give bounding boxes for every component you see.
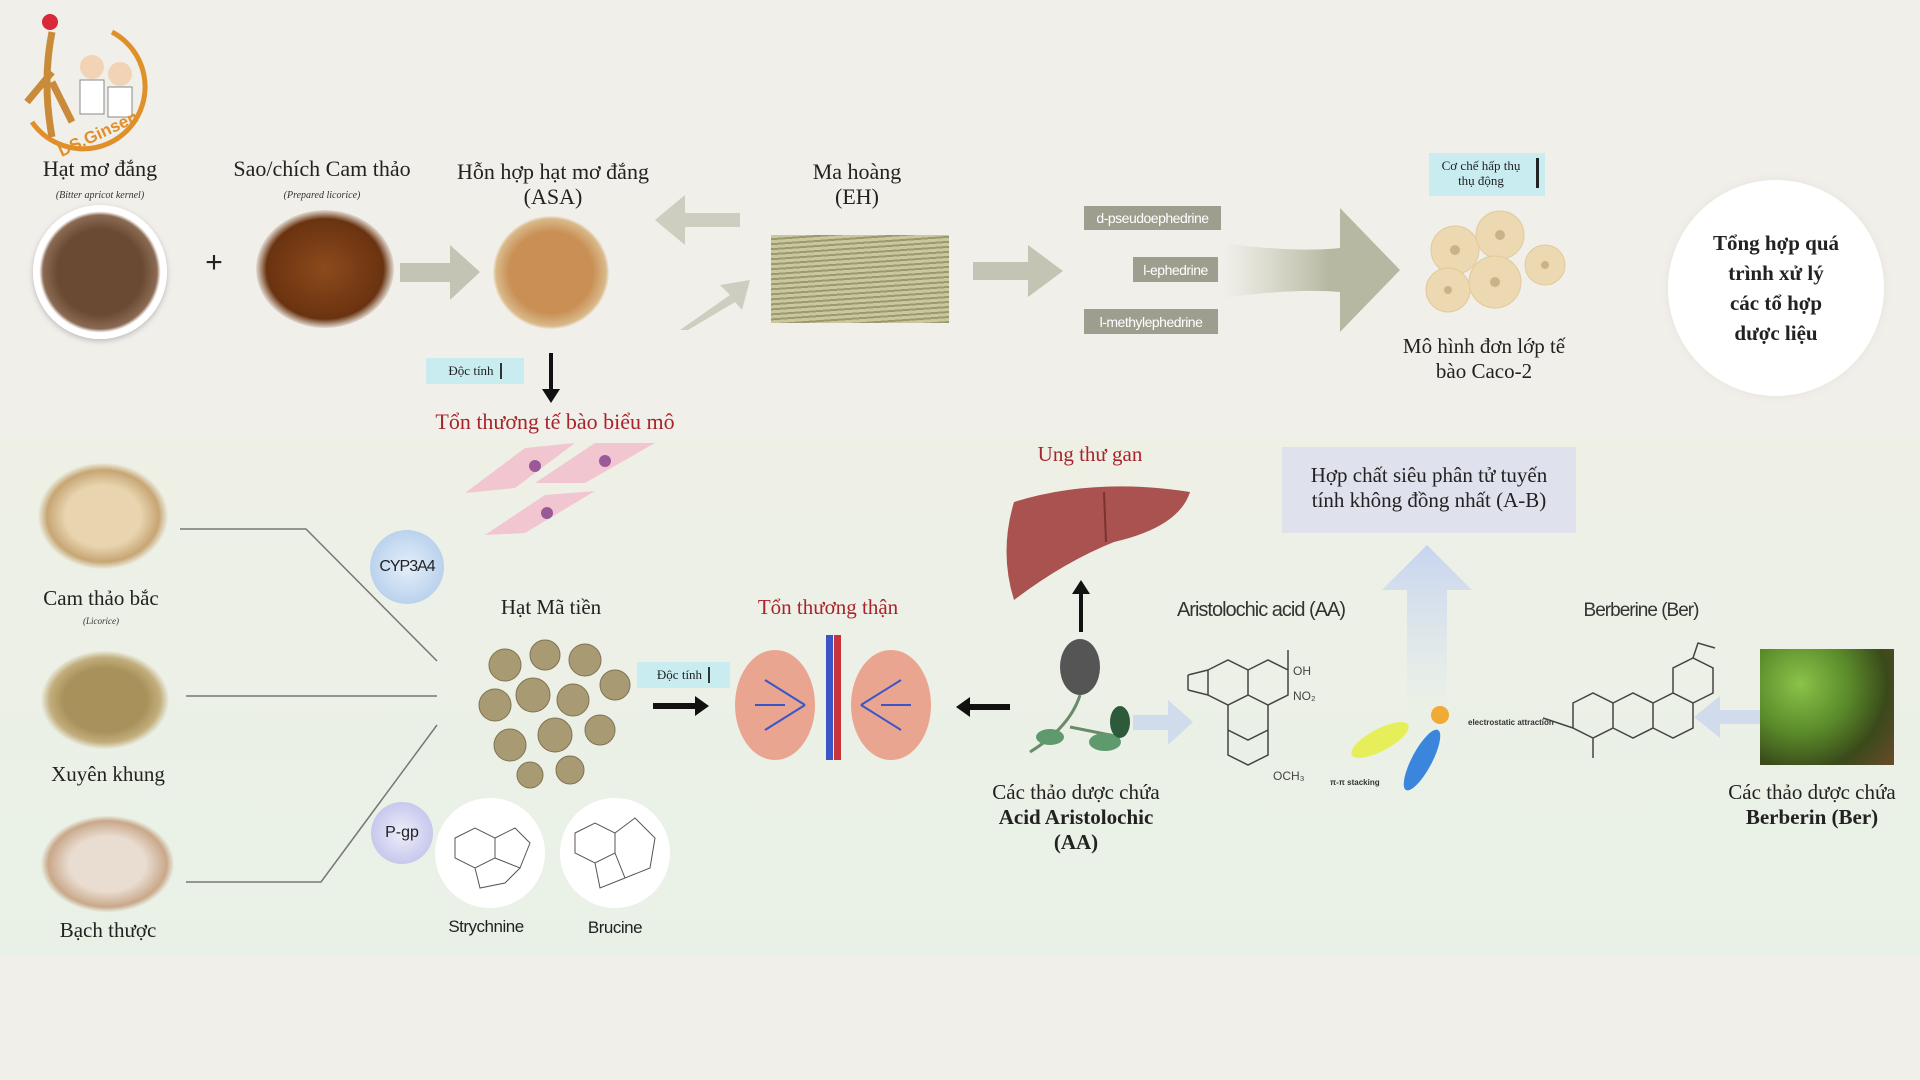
arrow-down-icon bbox=[708, 667, 711, 683]
big-arrow-up-icon bbox=[1382, 545, 1472, 710]
brucine-label: Brucine bbox=[587, 918, 643, 937]
och3-group: OCH₃ bbox=[1273, 769, 1305, 783]
kidney-damage-label: Tổn thương thận bbox=[757, 595, 899, 619]
asa-title-2: (ASA) bbox=[523, 184, 583, 209]
absorption-line-2: thụ động bbox=[1458, 173, 1504, 188]
toxicity-box: Độc tính bbox=[637, 662, 730, 688]
apricot-kernel-title: Hạt mơ đắng bbox=[42, 156, 158, 181]
herb-name: Xuyên khung bbox=[51, 762, 165, 786]
epithelial-damage-label: Tổn thương tế bào biểu mô bbox=[435, 409, 675, 434]
kidney-icon bbox=[735, 635, 931, 760]
summary-line-2: trình xử lý bbox=[1728, 261, 1824, 285]
ephedra-image bbox=[771, 235, 949, 323]
molecule-icon bbox=[574, 817, 656, 889]
ephedra-title-1: Ma hoàng bbox=[812, 159, 902, 184]
white-peony-image bbox=[40, 815, 175, 913]
stacking-label: π-π stacking bbox=[1330, 778, 1380, 787]
berberine-title: Berberine (Ber) bbox=[1583, 600, 1700, 621]
oh-group: OH bbox=[1293, 664, 1311, 678]
electrostatic-label: electrostatic attraction bbox=[1468, 718, 1554, 727]
pgp-badge: P-gp bbox=[371, 802, 433, 864]
epithelial-cells-icon bbox=[465, 443, 655, 535]
compound-tag: l-methylephedrine bbox=[1084, 309, 1218, 334]
strychnos-seed-title: Hạt Mã tiền bbox=[500, 595, 602, 619]
asa-title-1: Hỗn hợp hạt mơ đắng bbox=[457, 159, 649, 184]
summary-line-4: dược liệu bbox=[1734, 321, 1818, 345]
caco2-label-2: bào Caco-2 bbox=[1435, 359, 1533, 383]
ginseng-logo-icon: DS.Ginsen bbox=[24, 14, 148, 161]
aristolochic-acid-structure: OH NO₂ OCH₃ bbox=[1187, 650, 1316, 783]
cyp3a4-badge: CYP3A4 bbox=[370, 530, 444, 604]
toxicity-box: Độc tính bbox=[426, 358, 524, 384]
arrow-left-icon bbox=[956, 697, 1010, 717]
berberine-structure bbox=[1542, 642, 1716, 758]
prepared-licorice-title: Sao/chích Cam thảo bbox=[233, 156, 411, 181]
strychnine-label: Strychnine bbox=[448, 917, 524, 936]
herb-name: Cam thảo bắc bbox=[43, 586, 159, 610]
cyp3a4-label: CYP3A4 bbox=[379, 558, 435, 575]
asa-mixture-image bbox=[492, 215, 610, 330]
arrow-right-icon bbox=[653, 696, 709, 716]
summary-line-1: Tổng hợp quá bbox=[1712, 231, 1840, 255]
pgp-label: P-gp bbox=[385, 824, 419, 841]
caco2-cells-icon bbox=[1425, 210, 1566, 313]
ber-herb-line-1: Các thảo dược chứa bbox=[1728, 780, 1896, 804]
molecule-icon bbox=[454, 827, 531, 889]
lower-panel bbox=[0, 440, 1920, 955]
arrow-down-icon bbox=[499, 363, 502, 379]
arrow-left-icon bbox=[1694, 696, 1760, 738]
absorption-line-1: Cơ chế hấp thụ bbox=[1441, 158, 1521, 173]
no2-group: NO₂ bbox=[1293, 689, 1316, 703]
compound-tag: l-ephedrine bbox=[1133, 257, 1218, 282]
compound-tag: d-pseudoephedrine bbox=[1084, 206, 1221, 230]
ephedra-title-2: (EH) bbox=[835, 184, 879, 209]
licorice-root-image bbox=[37, 462, 169, 570]
aristolochia-plant-image bbox=[1029, 639, 1130, 754]
toxicity-label: Độc tính bbox=[656, 667, 703, 682]
big-arrow-right-icon bbox=[1224, 208, 1400, 332]
arrow-right-icon bbox=[1133, 700, 1193, 745]
aa-herb-line-1: Các thảo dược chứa bbox=[992, 780, 1160, 804]
arrow-up-icon bbox=[1072, 580, 1090, 632]
arrow-down-icon bbox=[1536, 158, 1539, 188]
arrow-down-icon bbox=[542, 353, 560, 403]
arrow-left-icon bbox=[655, 195, 740, 245]
aa-title: Aristolochic acid (AA) bbox=[1176, 599, 1346, 621]
complex-line-2: tính không đồng nhất (A-B) bbox=[1311, 488, 1547, 512]
herb-subtitle: (Licorice) bbox=[83, 616, 119, 626]
strychnos-seeds-image bbox=[478, 639, 631, 789]
summary-circle: Tổng hợp quá trình xử lý các tổ hợp dược… bbox=[1668, 180, 1884, 396]
aa-herb-line-3: (AA) bbox=[1053, 830, 1099, 854]
aa-herb-line-2: Acid Aristolochic bbox=[998, 805, 1154, 829]
arrow-up-right-icon bbox=[680, 280, 750, 330]
liver-icon bbox=[1006, 486, 1190, 600]
berberine-herb-image bbox=[1760, 649, 1894, 765]
logo: DS.Ginsen bbox=[12, 12, 160, 161]
complex-line-1: Hợp chất siêu phân tử tuyến bbox=[1310, 463, 1548, 487]
liver-cancer-label: Ung thư gan bbox=[1037, 442, 1143, 466]
prepared-licorice-subtitle: (Prepared licorice) bbox=[283, 190, 361, 201]
summary-line-3: các tổ hợp bbox=[1729, 291, 1823, 315]
ligusticum-image bbox=[40, 650, 170, 750]
brucine-structure bbox=[560, 798, 670, 908]
supramolecular-complex-box: Hợp chất siêu phân tử tuyến tính không đ… bbox=[1282, 447, 1576, 533]
caco2-label-1: Mô hình đơn lớp tế bbox=[1402, 334, 1566, 358]
apricot-kernel-subtitle: (Bitter apricot kernel) bbox=[55, 190, 145, 201]
toxicity-label: Độc tính bbox=[448, 363, 494, 378]
arrow-right-icon bbox=[400, 245, 480, 300]
prepared-licorice-image bbox=[256, 210, 394, 328]
arrow-right-icon bbox=[973, 245, 1063, 297]
plus-sign: + bbox=[205, 246, 223, 279]
interaction-diagram: electrostatic attraction π-π stacking bbox=[1330, 706, 1554, 791]
ber-herb-line-2: Berberin (Ber) bbox=[1745, 805, 1879, 829]
herb-name: Bạch thược bbox=[59, 918, 157, 942]
apricot-kernel-image bbox=[33, 205, 167, 339]
absorption-box: Cơ chế hấp thụ thụ động bbox=[1429, 153, 1545, 196]
strychnine-structure bbox=[435, 798, 545, 908]
